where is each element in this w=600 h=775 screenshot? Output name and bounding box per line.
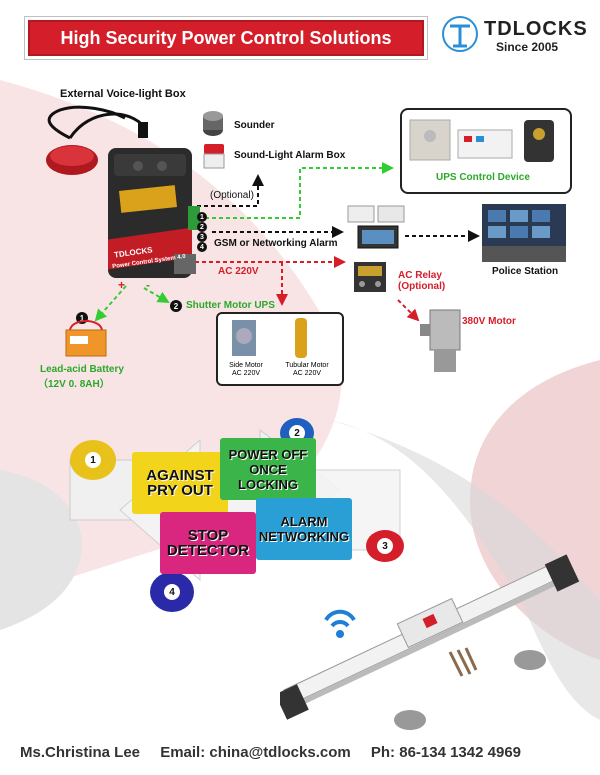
ac-relay-label: AC Relay	[398, 270, 442, 281]
footer-contact: Ms.Christina Lee Email: china@tdlocks.co…	[20, 744, 590, 761]
terminal-badge-4: 4	[197, 242, 207, 252]
plus-terminal: +	[118, 278, 126, 292]
shutter-ups-label: Shutter Motor UPS	[186, 300, 275, 311]
page-title: High Security Power Control Solutions	[60, 28, 392, 48]
police-station-icon	[482, 204, 566, 262]
side-motor-icon	[232, 320, 256, 356]
brand-name: TDLOCKS	[484, 18, 588, 40]
shutter-badge: 2	[170, 300, 182, 312]
external-box-label: External Voice-light Box	[60, 88, 186, 100]
tdlocks-logo-icon	[442, 16, 478, 52]
gsm-label: GSM or Networking Alarm	[214, 238, 338, 249]
battery-spec: （12V 0. 8AH）	[38, 379, 110, 390]
side-motor-label: Side Motor	[229, 362, 263, 369]
optional-label: (Optional)	[210, 190, 254, 201]
gsm-devices-icon	[347, 205, 405, 249]
motor-380v-label: 380V Motor	[462, 316, 516, 327]
side-motor-voltage: AC 220V	[231, 370, 261, 377]
ups-devices-icon	[409, 119, 554, 162]
ball-4: 4	[150, 572, 194, 612]
sound-light-alarm-label: Sound-Light Alarm Box	[234, 150, 346, 161]
contact-phone: Ph: 86-134 1342 4969	[370, 744, 522, 761]
terminal-badge-2: 2	[197, 222, 207, 232]
battery-label: Lead-acid Battery	[40, 364, 124, 375]
title-banner: High Security Power Control Solutions	[28, 20, 424, 56]
ac-relay-optional: (Optional)	[398, 281, 446, 292]
police-station-label: Police Station	[492, 266, 559, 277]
power-control-device	[108, 148, 200, 278]
sounder-label: Sounder	[234, 120, 275, 131]
lock-bar-product	[280, 554, 580, 730]
contact-name: Ms.Christina Lee	[20, 744, 141, 761]
ball-1: 1	[70, 440, 116, 480]
ball-3: 3	[366, 530, 404, 562]
sounder-icon	[203, 111, 223, 136]
tubular-motor-label: Tubular Motor	[285, 362, 329, 369]
brand-since: Since 2005	[496, 40, 559, 54]
battery-icon	[65, 320, 107, 357]
wireless-icon	[324, 609, 356, 638]
tubular-motor-voltage: AC 220V	[292, 370, 322, 377]
ac220-label: AC 220V	[218, 266, 259, 277]
ac-relay-icon	[354, 262, 386, 292]
terminal-badge-3: 3	[197, 232, 207, 242]
alarm-box-icon	[203, 144, 225, 169]
strobe-light-icon	[46, 105, 148, 175]
tubular-motor-icon	[295, 318, 307, 358]
motor-380v-icon	[420, 309, 461, 372]
terminal-badge-1: 1	[197, 212, 207, 222]
minus-terminal: -	[146, 278, 150, 292]
contact-email[interactable]: Email: china@tdlocks.com	[160, 744, 351, 761]
ups-control-label: UPS Control Device	[436, 172, 530, 183]
